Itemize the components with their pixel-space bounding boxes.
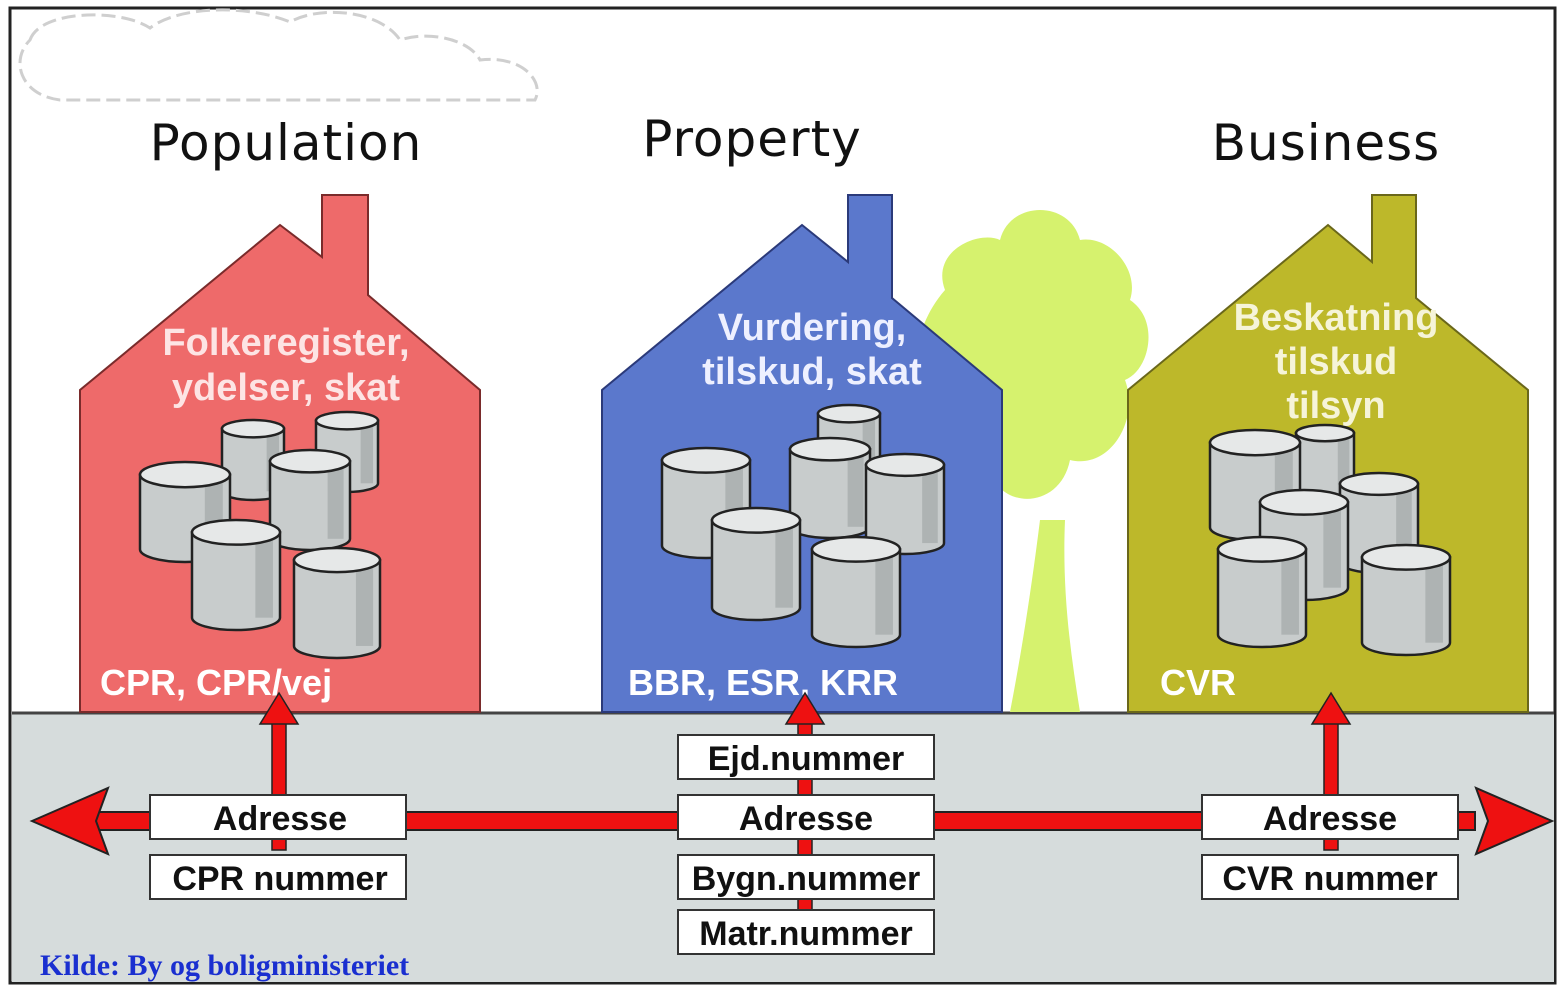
- database-cylinder-icon: [710, 506, 802, 622]
- roof-text-property-1: Vurdering,: [718, 307, 907, 349]
- key-box-property-bygn: [677, 854, 935, 900]
- database-cylinder-icon: [292, 546, 382, 660]
- key-property-ejd-number: Ejd.nummer: [708, 740, 904, 778]
- database-cylinder-icon: [864, 452, 946, 556]
- key-box-business-address: [1201, 794, 1459, 840]
- source-caption: Kilde: By og boligministeriet: [40, 949, 409, 982]
- key-box-property-matr: [677, 909, 935, 955]
- cloud-illustration: [18, 8, 539, 102]
- key-property-matr-number: Matr.nummer: [699, 915, 913, 953]
- roof-text-business-1: Beskatning: [1234, 297, 1439, 339]
- key-box-business-cvr: [1201, 854, 1459, 900]
- key-population-cpr-number: CPR nummer: [172, 860, 387, 898]
- key-box-population-cpr: [149, 854, 407, 900]
- registers-property: BBR, ESR, KRR: [628, 662, 898, 703]
- roof-text-business-2: tilskud: [1275, 341, 1397, 383]
- roof-text-property-2: tilskud, skat: [702, 351, 922, 393]
- database-cylinder-icon: [1216, 535, 1308, 649]
- arrowhead-right-icon: [1474, 786, 1555, 856]
- key-business-address: Adresse: [1263, 800, 1397, 838]
- arrowhead-left-icon: [29, 786, 110, 856]
- arrowhead-up-business-icon: [1310, 691, 1352, 725]
- key-box-population-address: [149, 794, 407, 840]
- roof-text-population-2: ydelser, skat: [172, 367, 401, 409]
- arrowhead-up-population-icon: [258, 691, 300, 725]
- database-cylinder-icon: [1360, 543, 1452, 657]
- heading-business: Business: [1212, 114, 1440, 172]
- database-cylinders: [138, 403, 1452, 660]
- heading-population: Population: [150, 114, 423, 172]
- registers-business: CVR: [1160, 662, 1236, 703]
- key-business-cvr-number: CVR nummer: [1222, 860, 1437, 898]
- key-property-address: Adresse: [739, 800, 873, 838]
- key-box-property-ejd: [677, 734, 935, 780]
- key-property-bygn-number: Bygn.nummer: [692, 860, 921, 898]
- heading-property: Property: [642, 110, 862, 168]
- registers-population: CPR, CPR/vej: [100, 662, 332, 703]
- roof-text-business-3: tilsyn: [1286, 385, 1385, 427]
- database-cylinder-icon: [190, 518, 282, 632]
- arrowhead-up-property-icon: [784, 691, 826, 725]
- key-labels: Adresse CPR nummer Ejd.nummer Adresse By…: [149, 734, 1459, 955]
- key-box-property-address: [677, 794, 935, 840]
- database-cylinder-icon: [268, 448, 352, 552]
- key-population-address: Adresse: [213, 800, 347, 838]
- roof-text-population-1: Folkeregister,: [162, 322, 409, 364]
- database-cylinder-icon: [810, 535, 902, 649]
- database-cylinder-icon: [788, 436, 872, 540]
